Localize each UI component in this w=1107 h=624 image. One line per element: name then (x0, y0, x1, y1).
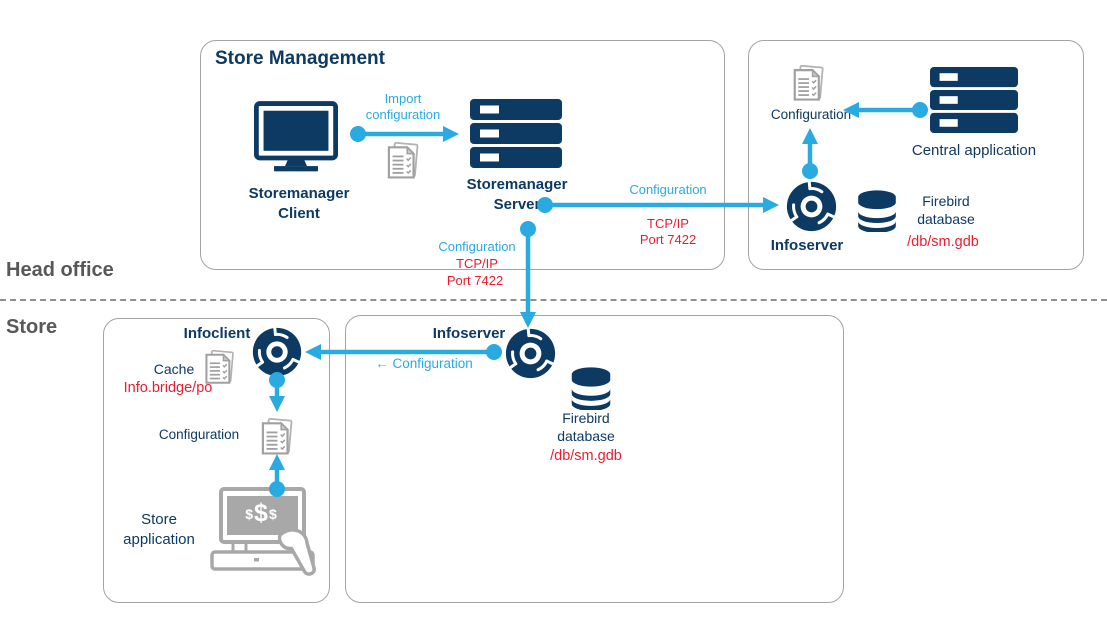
to-head-port-label: Port 7422 (639, 232, 697, 247)
central-application-label: Central application (911, 142, 1037, 159)
infoserver-icon (504, 327, 557, 380)
to-head-protocol-label: TCP/IP (647, 216, 689, 231)
dollar-sign: $ (245, 505, 254, 522)
database-icon (857, 189, 897, 232)
central-application-server-icon (929, 67, 1019, 133)
dollar-sign: $ (254, 499, 268, 527)
pos-screen-dollars: $ $ $ (245, 499, 277, 528)
to-store-configuration-label: Configuration (438, 239, 516, 254)
infoclient-configuration-label: Configuration (158, 427, 240, 442)
head-office-section-label: Head office (6, 259, 114, 281)
store-firebird-database-label: Firebird database (557, 410, 615, 444)
infoclient-icon (251, 326, 303, 378)
head-firebird-database-label: Firebird database (917, 193, 975, 227)
to-store-protocol-label: TCP/IP (456, 256, 498, 271)
store-management-title: Store Management (215, 48, 385, 69)
cache-path: Info.bridge/po (123, 380, 213, 396)
infoserver-icon (785, 180, 838, 233)
storemanager-client-label: Storemanager Client (248, 185, 350, 222)
head-office-store-divider (0, 299, 1107, 301)
dollar-sign: $ (268, 505, 277, 522)
configuration-document-icon (791, 63, 827, 104)
configuration-document-icon (385, 140, 422, 182)
cache-label: Cache (153, 361, 195, 377)
server-rack-icon (470, 99, 562, 168)
store-application-label: Store application (123, 511, 195, 548)
store-infoserver-box (345, 315, 844, 603)
infoclient-title: Infoclient (183, 325, 251, 342)
configuration-document-icon (259, 416, 296, 458)
to-head-configuration-label: Configuration (629, 182, 707, 197)
head-configuration-label: Configuration (770, 107, 852, 122)
desktop-computer-icon (254, 101, 338, 172)
infoserver-to-infoclient-label: ← Configuration (375, 356, 473, 371)
to-store-port-label: Port 7422 (446, 273, 504, 288)
store-firebird-path: /db/sm.gdb (550, 448, 622, 464)
store-section-label: Store (6, 316, 58, 338)
head-infoserver-label: Infoserver (770, 237, 844, 254)
head-firebird-path: /db/sm.gdb (907, 234, 979, 250)
storemanager-server-label: Storemanager Server (466, 176, 568, 213)
import-configuration-label: Import configuration (365, 91, 441, 122)
database-icon (569, 366, 613, 410)
store-infoserver-title: Infoserver (432, 325, 506, 342)
